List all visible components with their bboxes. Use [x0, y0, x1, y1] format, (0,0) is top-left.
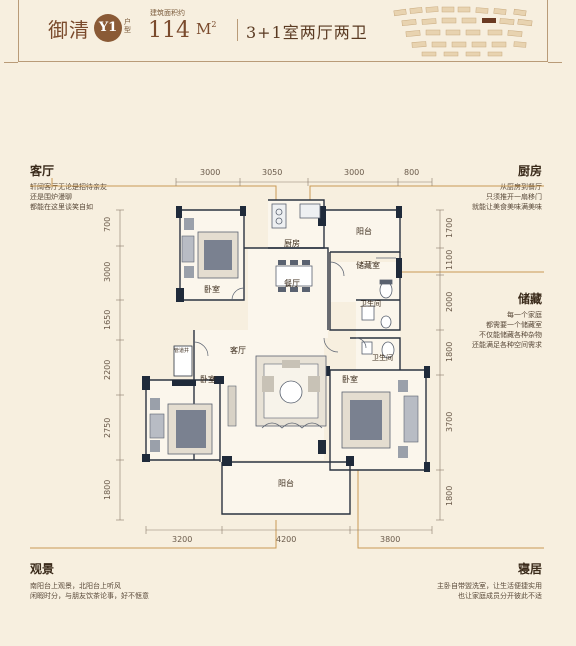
room-pipe: 管道井	[174, 347, 189, 354]
series-name: 御清	[48, 18, 90, 42]
storage-fixtures	[329, 257, 396, 277]
highlight-view-title: 观景	[30, 562, 55, 576]
dim-left-5: 2750	[103, 418, 112, 438]
dim-right-4: 1800	[445, 342, 454, 362]
room-balcony-north: 阳台	[356, 226, 372, 236]
leader-bedroom	[357, 460, 544, 549]
room-bedroom-nw: 卧室	[204, 284, 220, 294]
dim-right-1: 1700	[445, 218, 454, 238]
room-bath-1: 卫生间	[360, 299, 381, 308]
room-storage: 储藏室	[356, 260, 380, 270]
layout-type: 3+1室两厅两卫	[246, 23, 368, 42]
unit-type-label: 户型	[124, 18, 131, 34]
room-bath-2: 卫生间	[372, 353, 393, 362]
dim-top-3: 3000	[344, 168, 364, 177]
bed-nw	[181, 218, 239, 279]
dim-bottom-2: 4200	[276, 535, 296, 544]
highlight-storage: 储藏 每一个家庭 都需要一个储藏室 不仅能储藏各种杂物 还能满足各种空间需求	[430, 290, 542, 350]
dimension-labels: 3000 3050 3000 800 3200 4200 3800 700 30…	[103, 168, 454, 544]
bed-w	[149, 398, 213, 455]
room-bedroom-w: 卧室	[200, 374, 216, 384]
room-labels: 厨房 阳台 储藏室 卧室 餐厅 卫生间 卫生间 客厅 卧室 卧室 阳台 管道井	[174, 226, 393, 488]
dim-right-3: 2000	[445, 292, 454, 312]
highlight-storage-text: 每一个家庭 都需要一个储藏室 不仅能储藏各种杂物 还能满足各种空间需求	[472, 311, 542, 349]
highlight-living-title: 客厅	[30, 164, 55, 178]
room-kitchen: 厨房	[284, 238, 300, 248]
kitchen-fixtures	[271, 203, 321, 229]
dim-left-3: 1650	[103, 310, 112, 330]
header-frame-tail-left	[4, 62, 18, 63]
dim-right-2: 1100	[445, 250, 454, 270]
dim-bottom-1: 3200	[172, 535, 192, 544]
highlight-kitchen: 厨房 从厨房到餐厅 只须推开一扇移门 就能让美食美味满美味	[430, 162, 542, 212]
room-balcony-south: 阳台	[278, 478, 294, 488]
dining-table	[275, 260, 313, 292]
room-living: 客厅	[230, 345, 246, 355]
dim-top-2: 3050	[262, 168, 282, 177]
dim-bottom-3: 3800	[380, 535, 400, 544]
header-frame-tail-right	[548, 62, 562, 63]
key-plan-thumbnail	[393, 6, 533, 57]
highlight-living-text: 轩阔客厅无论是招待亲友 还是围炉漫聊 都能在这里谈笑自如	[30, 183, 107, 211]
dim-left-6: 1800	[103, 480, 112, 500]
dim-left-2: 3000	[103, 262, 112, 282]
highlight-kitchen-title: 厨房	[517, 164, 542, 178]
dim-top-1: 3000	[200, 168, 220, 177]
dim-left-1: 700	[103, 217, 112, 232]
highlight-bedroom: 寝居 主卧自带盥洗室，让生活便捷实用 也让家庭成员分开彼此不适	[390, 560, 542, 601]
highlight-bedroom-text: 主卧自带盥洗室，让生活便捷实用 也让家庭成员分开彼此不适	[437, 582, 542, 600]
highlight-storage-title: 储藏	[517, 292, 542, 306]
current-building-marker	[482, 18, 496, 23]
bed-master	[341, 380, 419, 458]
header-divider	[237, 19, 238, 41]
dim-left-4: 2200	[103, 360, 112, 380]
dim-top-4: 800	[404, 168, 419, 177]
highlight-living: 客厅 轩阔客厅无论是招待亲友 还是围炉漫聊 都能在这里谈笑自如	[30, 162, 107, 212]
bathroom-fixtures	[361, 279, 395, 359]
room-dining: 餐厅	[284, 279, 300, 288]
highlight-view-text: 南阳台上观景，北阳台上听风 闲暇时分，与朋友饮茶论事，好不惬意	[30, 582, 149, 600]
leader-view	[30, 520, 277, 549]
dimension-lines	[116, 178, 444, 534]
area-value: 114	[148, 18, 190, 43]
doors	[193, 287, 367, 357]
highlight-view: 观景 南阳台上观景，北阳台上听风 闲暇时分，与朋友饮茶论事，好不惬意	[30, 560, 149, 601]
highlight-kitchen-text: 从厨房到餐厅 只须推开一扇移门 就能让美食美味满美味	[472, 183, 542, 211]
area-label: 建筑面积约	[150, 9, 185, 17]
highlight-bedroom-title: 寝居	[517, 562, 542, 576]
dim-right-6: 1800	[445, 486, 454, 506]
area-unit: M2	[196, 20, 217, 38]
pipe-shaft	[173, 345, 193, 377]
header-frame	[18, 0, 548, 62]
living-furniture	[227, 355, 327, 429]
room-bedroom-master: 卧室	[342, 374, 358, 384]
unit-badge: Y1	[94, 14, 122, 42]
dim-right-5: 3700	[445, 412, 454, 432]
